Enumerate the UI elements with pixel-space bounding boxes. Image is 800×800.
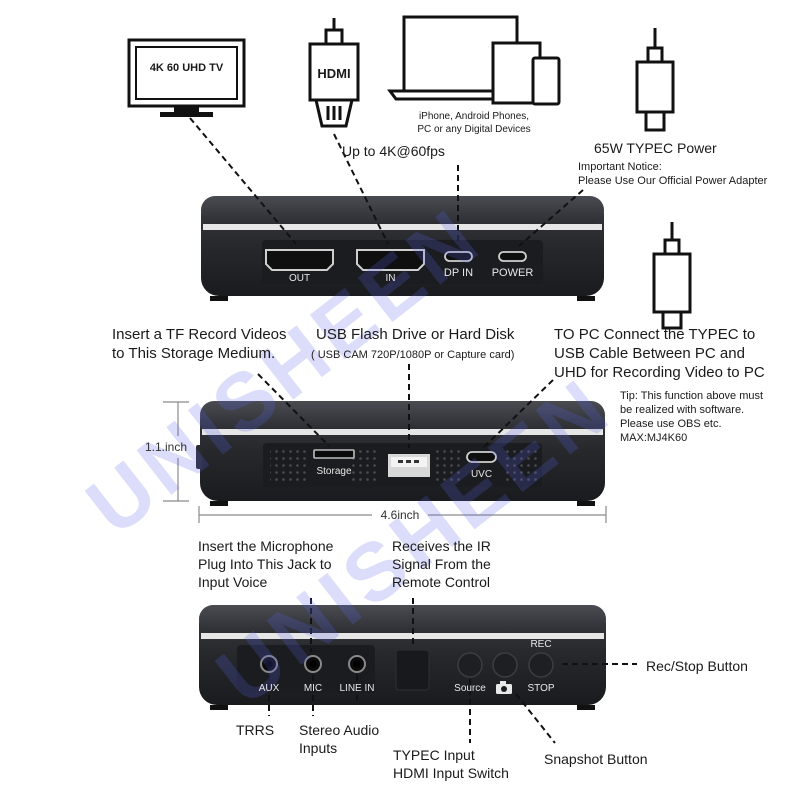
port-label-in: IN	[385, 273, 396, 284]
tv-icon	[127, 38, 246, 117]
port-label-dp-in: DP IN	[443, 267, 474, 279]
trrs-caption: TRRS	[236, 722, 275, 738]
hdmi-cable-icon	[308, 18, 360, 128]
devices-caption: iPhone, Android Phones, PC or any Digita…	[417, 111, 531, 135]
rec-stop-caption: Rec/Stop Button	[646, 658, 748, 674]
usb-subcaption: ( USB CAM 720P/1080P or Capture card)	[311, 349, 515, 361]
devices-icon	[387, 15, 561, 106]
width-dimension: 4.6inch	[380, 508, 420, 522]
usb-caption: USB Flash Drive or Hard Disk	[316, 326, 515, 343]
mic-caption: Insert the Microphone Plug Into This Jac…	[198, 538, 334, 590]
dimension-lines	[163, 401, 607, 523]
height-dimension: 1.1.inch	[145, 440, 188, 454]
tv-label: 4K 60 UHD TV	[149, 62, 224, 74]
camera-icon	[496, 681, 512, 694]
button-label-rec: REC	[530, 639, 552, 650]
hdmi-label: HDMI	[317, 66, 351, 81]
port-label-aux: AUX	[258, 683, 280, 694]
port-label-out: OUT	[288, 273, 311, 284]
port-label-line-in: LINE IN	[339, 683, 375, 694]
port-label-storage: Storage	[316, 466, 352, 477]
port-label-power: POWER	[491, 267, 534, 279]
device-top-view	[201, 196, 604, 301]
port-label-uvc: UVC	[470, 469, 493, 480]
typec-caption: TYPEC Input HDMI Input Switch	[393, 747, 509, 781]
power-notice: Important Notice: Please Use Our Officia…	[578, 161, 768, 187]
pc-caption: TO PC Connect the TYPEC to USB Cable Bet…	[554, 326, 765, 381]
port-label-mic: MIC	[303, 683, 323, 694]
leader-lines	[189, 117, 637, 744]
stereo-caption: Stereo Audio Inputs	[299, 722, 380, 756]
button-label-stop: STOP	[527, 683, 555, 694]
typec-pc-plug-icon	[652, 222, 692, 330]
resolution-caption: Up to 4K@60fps	[342, 143, 445, 159]
button-label-source: Source	[454, 683, 486, 694]
power-title: 65W TYPEC Power	[594, 140, 717, 156]
snapshot-caption: Snapshot Button	[544, 751, 648, 767]
typec-power-plug-icon	[635, 28, 675, 132]
ir-caption: Receives the IR Signal From the Remote C…	[392, 538, 491, 590]
device-bottom-view	[199, 605, 606, 710]
device-middle-view	[196, 401, 605, 506]
tip-text: Tip: This function above must be realize…	[620, 390, 764, 444]
tf-caption: Insert a TF Record Videos to This Storag…	[112, 326, 287, 362]
